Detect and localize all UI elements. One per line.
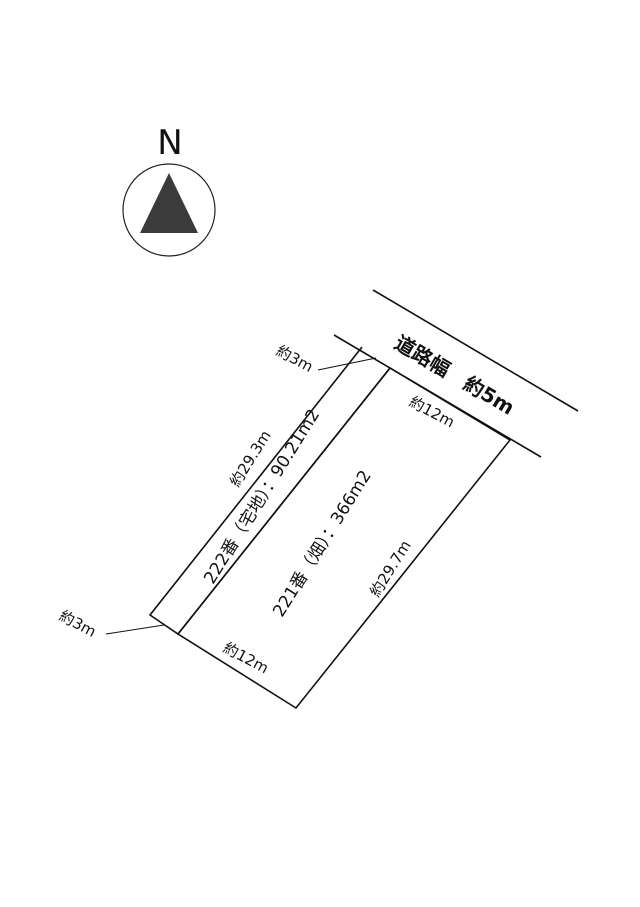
parcel-221-label: 221番（畑）：366m2	[269, 467, 375, 621]
rear-width-label: 約12m	[220, 639, 271, 678]
compass: N	[122, 123, 216, 257]
parcel-outline	[148, 346, 512, 710]
strip-width-top-label: 約3m	[273, 342, 316, 376]
main-parcel-outline	[176, 366, 512, 710]
strip-width-bottom-label: 約3m	[56, 607, 99, 641]
front-width-label: 約12m	[406, 393, 457, 432]
leader-line-bottom	[105, 624, 165, 635]
leader-line-top	[317, 357, 377, 371]
north-arrow-icon	[140, 173, 198, 233]
compass-circle	[122, 163, 216, 257]
road-edge-outer	[372, 289, 579, 412]
north-label: N	[157, 123, 182, 163]
